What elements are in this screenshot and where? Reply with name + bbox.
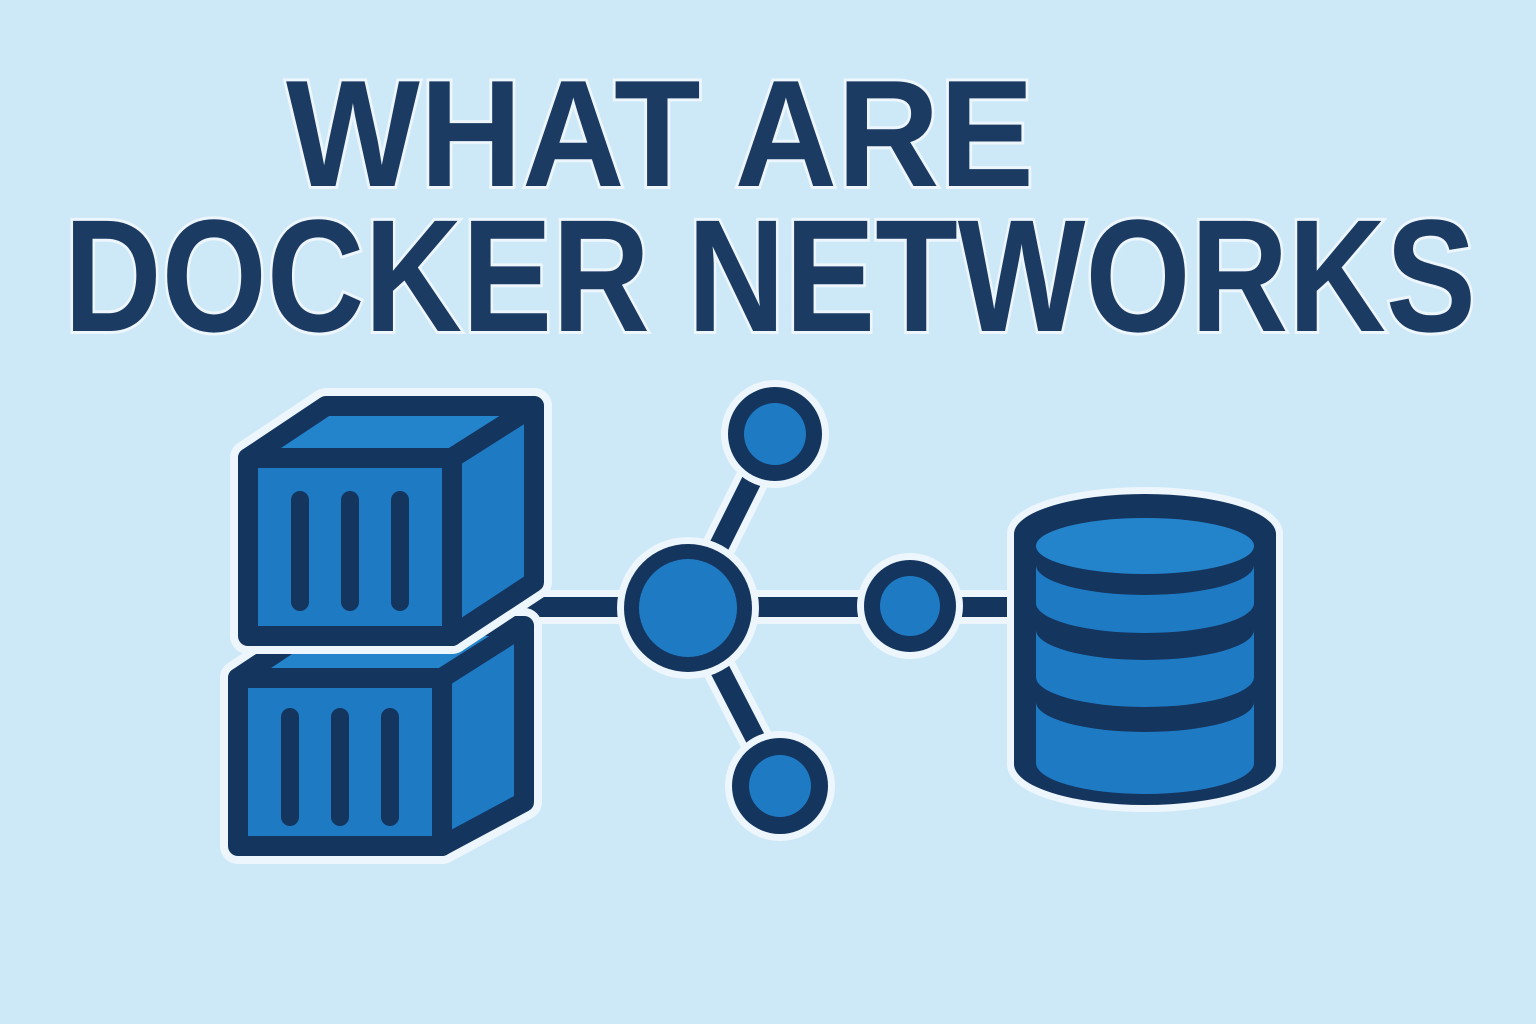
node-core — [749, 755, 811, 817]
container-box-top — [230, 388, 552, 654]
database-band-1 — [1036, 565, 1254, 633]
page-title: WHAT ARE DOCKER NETWORKS — [61, 46, 1479, 368]
network-nodes-icon — [617, 380, 963, 841]
title-line-2: DOCKER NETWORKS — [64, 186, 1476, 365]
network-node-right — [857, 553, 963, 659]
container-side-face — [442, 396, 544, 646]
node-core — [744, 403, 806, 465]
node-core — [639, 559, 737, 657]
container-box-bottom — [220, 608, 542, 864]
network-node-bottom — [725, 731, 835, 841]
database-band-2 — [1036, 630, 1254, 707]
container-ribs — [281, 708, 399, 826]
network-hub-node — [617, 537, 759, 679]
database-band-3 — [1036, 702, 1254, 794]
container-stack-icon — [220, 388, 552, 864]
database-icon — [1007, 487, 1283, 812]
database-top-ellipse — [1036, 518, 1254, 574]
title-line-1: WHAT ARE — [286, 49, 1034, 219]
container-side-face — [432, 616, 534, 856]
network-node-top — [721, 380, 829, 488]
container-ribs — [291, 491, 409, 611]
node-core — [880, 576, 940, 636]
